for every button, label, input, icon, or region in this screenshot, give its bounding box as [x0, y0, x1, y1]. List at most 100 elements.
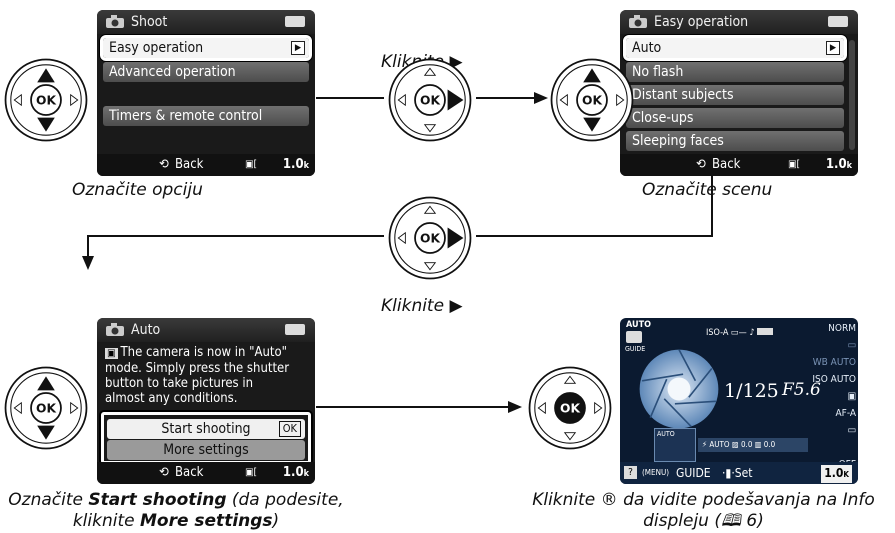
screen-auto-message: Auto ▣The camera is now in "Auto" mode. …: [97, 318, 315, 484]
camera-icon: [106, 323, 124, 336]
screen-shoot-menu: Shoot Easy operation▶ Advanced operation…: [97, 10, 315, 176]
left-arrow-icon: [559, 93, 568, 107]
up-arrow-icon: [423, 205, 437, 214]
ok-button-label: OK: [420, 231, 440, 245]
menu-item-auto[interactable]: Auto▶: [623, 35, 847, 61]
menu-title-bar: Easy operation: [620, 10, 858, 34]
screen-easy-operation-menu: Easy operation Auto▶ No flash Distant su…: [620, 10, 858, 176]
dpad-up-down-3[interactable]: OK: [2, 364, 90, 452]
bottom-bar: ⟲ Back ▣[ 1.0k: [620, 154, 858, 176]
battery-icon: [285, 324, 305, 335]
ok-button-label: OK: [582, 93, 602, 107]
set-label: ·▮·Set: [722, 466, 753, 480]
menu-title-bar: Auto: [97, 318, 315, 342]
menu-button-icon: (MENU): [642, 468, 670, 477]
right-column: NORM ▭ WB AUTO ISO AUTO ▣ AF-A ▭ OFF: [812, 323, 856, 470]
ok-button-label: OK: [560, 401, 580, 415]
up-arrow-icon: [37, 68, 55, 83]
back-icon: ⟲: [159, 157, 169, 172]
caption-info-display: Kliknite ® da vidite podešavanja na Info…: [532, 490, 875, 531]
aperture-graphic: [639, 349, 719, 429]
down-arrow-icon: [583, 117, 601, 132]
right-arrow-icon: [616, 93, 625, 107]
menu-item-easy-operation[interactable]: Easy operation▶: [100, 35, 312, 61]
menu-item-close-ups[interactable]: Close-ups: [626, 108, 844, 128]
camera-mode-icon: [626, 331, 642, 343]
dpad-right-2[interactable]: OK: [386, 194, 474, 282]
bottom-bar: ? (MENU) GUIDE ·▮·Set 1.0K: [620, 462, 858, 484]
camera-icon: [629, 15, 647, 28]
scrollbar[interactable]: [849, 40, 855, 150]
bottom-bar: ⟲ Back ▣[ 1.0k: [97, 462, 315, 484]
right-arrow-icon: [70, 401, 79, 415]
left-arrow-icon: [537, 401, 546, 415]
shots-remaining: 1.0k: [282, 157, 309, 172]
more-settings-option[interactable]: More settings: [107, 440, 305, 460]
battery-icon: [285, 16, 305, 27]
right-arrow-icon: [447, 227, 464, 249]
down-arrow-icon: [37, 117, 55, 132]
arrowhead-2: [82, 256, 94, 270]
auto-box: AUTO: [654, 428, 696, 462]
shots-remaining: 1.0k: [282, 465, 309, 480]
arrow-right-icon: ▶: [291, 41, 305, 55]
menu-title-bar: Shoot: [97, 10, 315, 34]
battery-icon: [828, 16, 848, 27]
up-arrow-icon: [563, 375, 577, 384]
down-arrow-icon: [423, 262, 437, 271]
connector-4: [87, 235, 384, 258]
bottom-bar: ⟲ Back ▣[ 1.0k: [97, 154, 315, 176]
down-arrow-icon: [423, 124, 437, 133]
menu-title: Easy operation: [654, 14, 749, 30]
ok-button-label: OK: [420, 93, 440, 107]
ok-button-label: OK: [36, 401, 56, 415]
down-arrow-icon: [37, 425, 55, 440]
back-label: Back: [175, 465, 204, 480]
arrowhead-3: [508, 401, 522, 413]
camera-icon: [106, 15, 124, 28]
start-shooting-option[interactable]: Start shooting OK: [107, 419, 305, 439]
ok-button-label: OK: [36, 93, 56, 107]
back-icon: ⟲: [696, 157, 706, 172]
dpad-up-down-1[interactable]: OK: [2, 56, 90, 144]
auto-mode-icon: ▣: [105, 348, 118, 359]
menu-item-no-flash[interactable]: No flash: [626, 62, 844, 82]
right-arrow-icon: [594, 401, 603, 415]
menu-title: Shoot: [131, 14, 168, 30]
menu-item-sleeping-faces[interactable]: Sleeping faces: [626, 131, 844, 151]
aperture-value: F5.6: [782, 380, 821, 400]
menu-item-timers-remote[interactable]: Timers & remote control: [103, 106, 309, 126]
caption-highlight-option: Označite opciju: [72, 180, 203, 200]
left-arrow-icon: [397, 231, 406, 245]
iso-indicator: ISO-A ▭— ♪: [706, 328, 774, 338]
shots-remaining: 1.0K: [821, 465, 852, 483]
dpad-right-1[interactable]: OK: [386, 56, 474, 144]
auto-mode-message: ▣The camera is now in "Auto" mode. Simpl…: [105, 345, 290, 406]
left-arrow-icon: [13, 93, 22, 107]
right-arrow-icon: [70, 93, 79, 107]
guide-label: GUIDE: [625, 345, 646, 353]
menu-title: Auto: [131, 322, 161, 338]
left-panel: AUTO GUIDE: [620, 318, 656, 358]
shutter-speed: 1/125: [724, 380, 779, 402]
down-arrow-icon: [563, 432, 577, 441]
up-arrow-icon: [37, 376, 55, 391]
caption-start-shooting: Označite Start shooting (da podesite, kl…: [8, 490, 344, 531]
menu-item-distant-subjects[interactable]: Distant subjects: [626, 85, 844, 105]
guide-label-bottom: GUIDE: [676, 466, 711, 480]
dpad-up-down-2[interactable]: OK: [548, 56, 636, 144]
menu-item-advanced-operation[interactable]: Advanced operation: [103, 62, 309, 82]
caption-highlight-scene: Označite scenu: [642, 180, 773, 200]
image-quality-icon: ▣[: [788, 159, 801, 170]
mode-label: AUTO: [626, 320, 651, 330]
right-arrow-icon: [447, 89, 464, 111]
left-arrow-icon: [397, 93, 406, 107]
back-icon: ⟲: [159, 465, 169, 480]
dpad-ok[interactable]: OK: [526, 364, 614, 452]
caption-click-right-2: Kliknite ▶: [381, 296, 463, 316]
settings-strip: ⚡ AUTO ▨ 0.0 ▥ 0.0: [698, 438, 808, 452]
up-arrow-icon: [583, 68, 601, 83]
help-icon: ?: [624, 466, 637, 479]
back-label: Back: [175, 157, 204, 172]
arrowhead-1: [534, 92, 548, 104]
